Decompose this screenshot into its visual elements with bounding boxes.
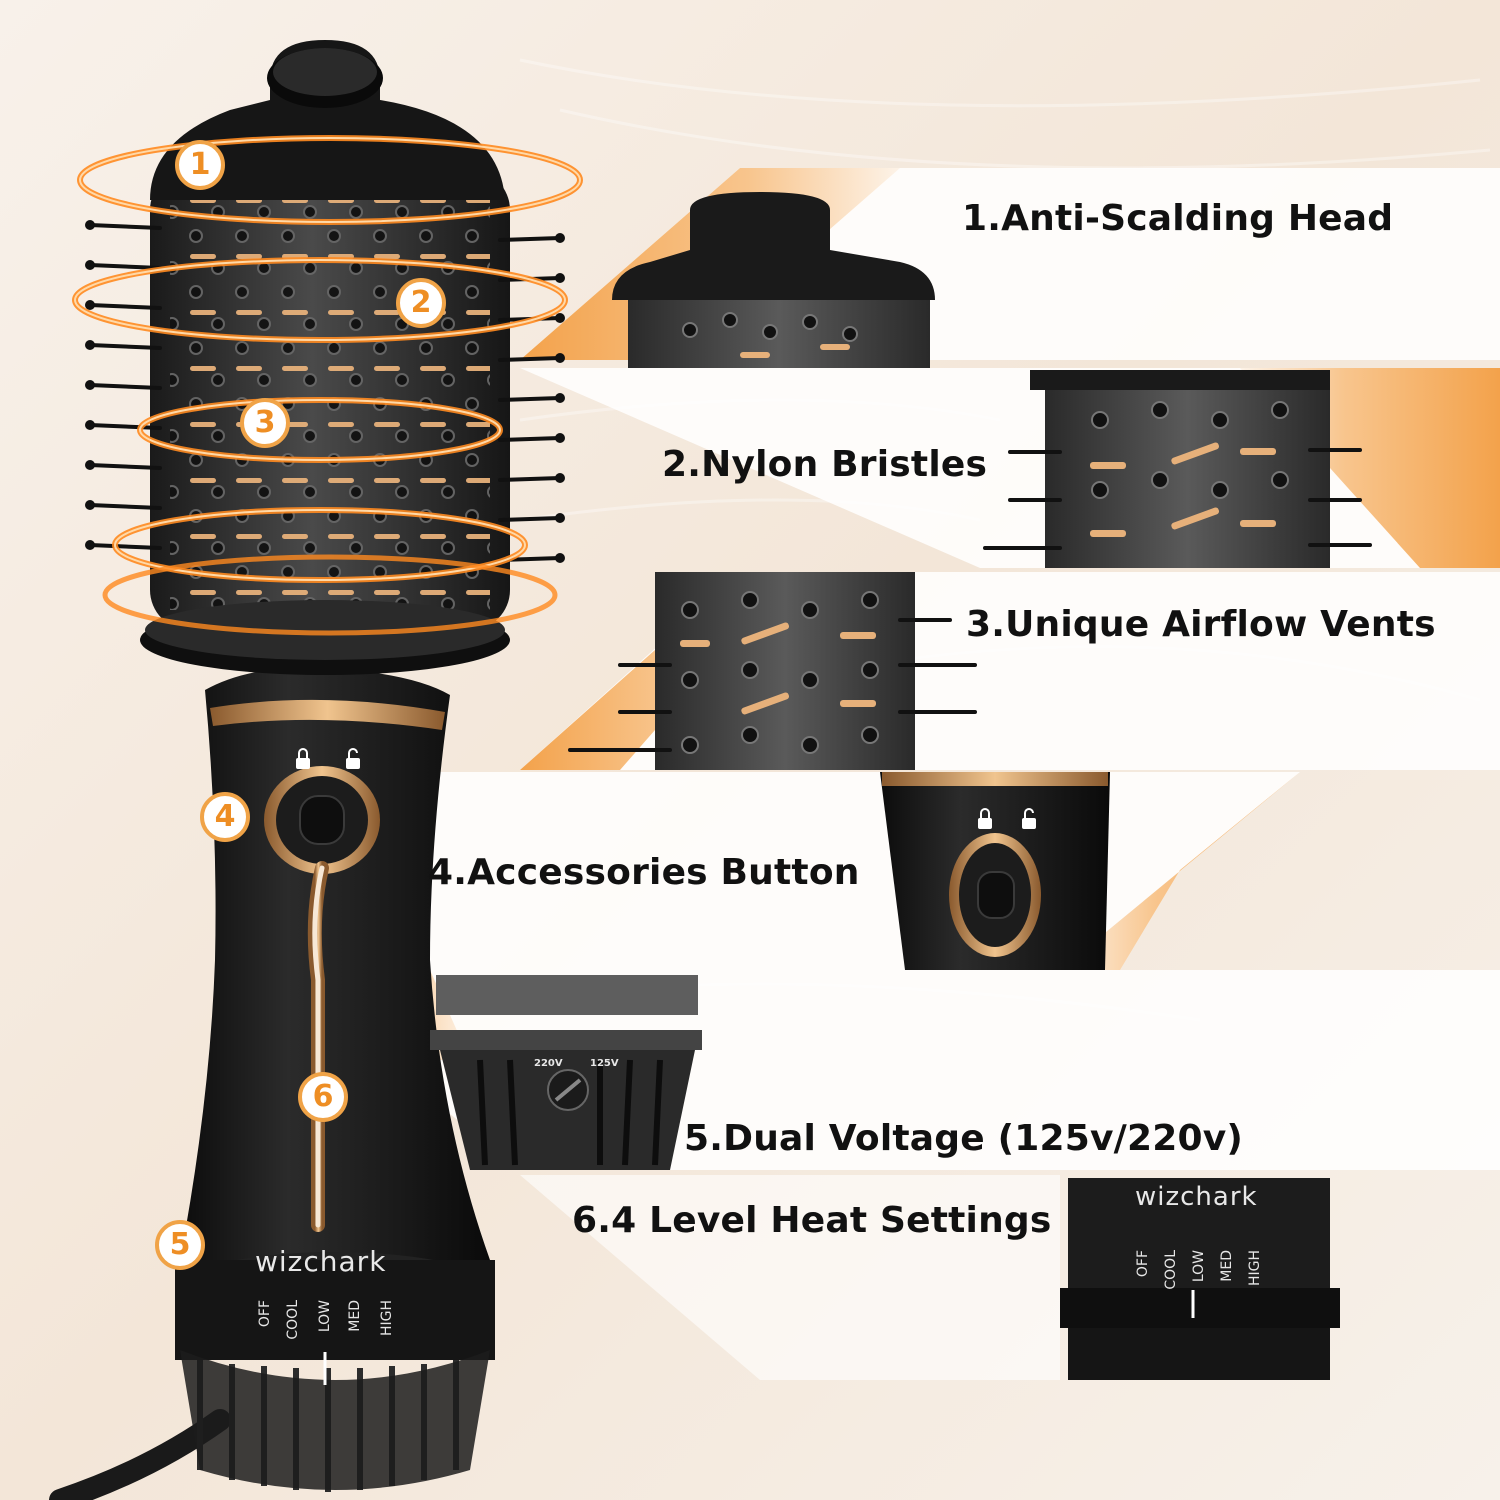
detail-button: [880, 772, 1110, 970]
heat-setting-high: HIGH: [379, 1300, 395, 1337]
marker-6: 6: [298, 1072, 348, 1122]
feature-label-2: 2.Nylon Bristles: [662, 444, 988, 485]
detail-heat-cool: COOL: [1163, 1250, 1179, 1290]
detail-heat: [1060, 1178, 1340, 1380]
marker-4: 4: [200, 792, 250, 842]
voltage-label-220: 220V: [534, 1058, 563, 1069]
feature-label-6: 6.4 Level Heat Settings: [572, 1200, 1052, 1241]
marker-3: 3: [240, 398, 290, 448]
marker-5: 5: [155, 1220, 205, 1270]
marker-1: 1: [175, 140, 225, 190]
marker-2: 2: [396, 278, 446, 328]
detail-heat-high: HIGH: [1247, 1250, 1263, 1287]
heat-setting-cool: COOL: [285, 1300, 301, 1340]
detail-heat-low: LOW: [1191, 1250, 1207, 1283]
feature-label-3: 3.Unique Airflow Vents: [966, 604, 1436, 645]
unlock-icon: [346, 748, 360, 769]
heat-setting-med: MED: [347, 1300, 363, 1332]
voltage-label-125: 125V: [590, 1058, 619, 1069]
detail-heat-med: MED: [1219, 1250, 1235, 1282]
brand-logo-main: wizchark: [255, 1245, 387, 1278]
lock-icon: [296, 748, 310, 769]
detail-heat-off: OFF: [1135, 1250, 1151, 1278]
heat-setting-off: OFF: [257, 1300, 273, 1328]
detail-bristles: [983, 370, 1372, 568]
feature-label-1: 1.Anti-Scalding Head: [962, 198, 1394, 239]
detail-voltage: [430, 975, 702, 1170]
feature-label-5: 5.Dual Voltage (125v/220v): [684, 1118, 1244, 1159]
brand-logo-detail: wizchark: [1135, 1182, 1258, 1212]
detail-vents: [568, 572, 977, 770]
feature-label-4: 4.Accessories Button: [428, 852, 860, 893]
detail-head: [612, 192, 935, 368]
heat-setting-low: LOW: [317, 1300, 333, 1333]
